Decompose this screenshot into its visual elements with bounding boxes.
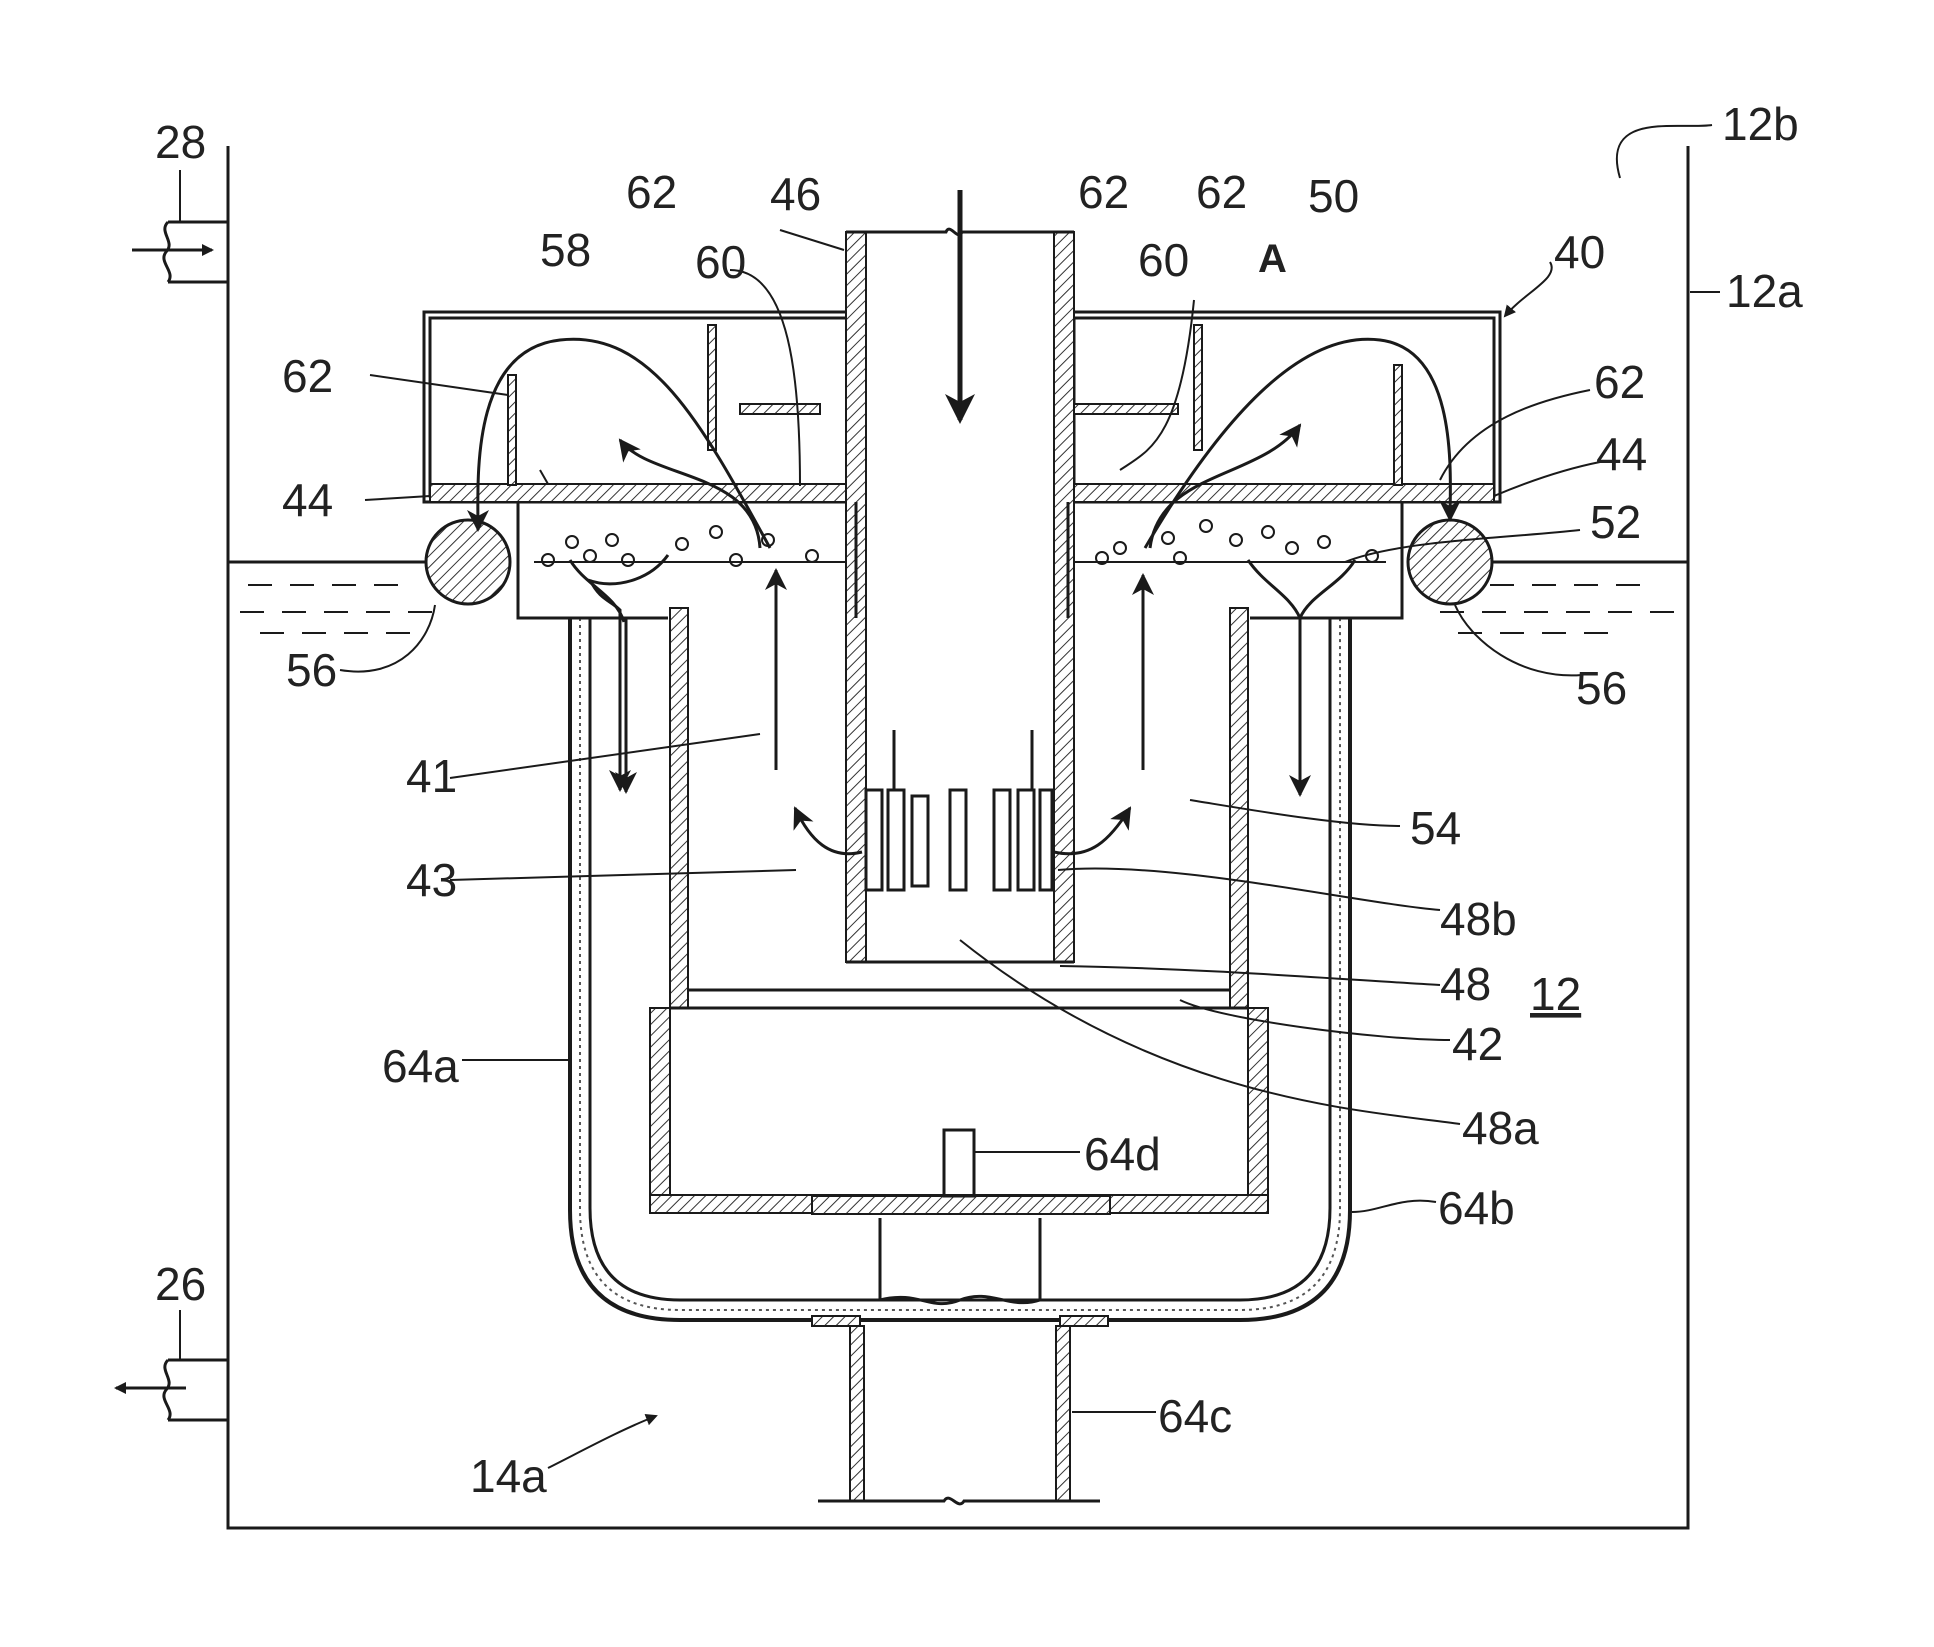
label-48b: 48b: [1440, 893, 1517, 945]
label-54: 54: [1410, 802, 1461, 854]
label-58: 58: [540, 224, 591, 276]
label-14a: 14a: [470, 1450, 547, 1502]
label-43: 43: [406, 854, 457, 906]
label-12a: 12a: [1726, 265, 1803, 317]
label-64a: 64a: [382, 1040, 459, 1092]
label-62-mid: 62: [1078, 166, 1129, 218]
label-62-left-top: 62: [626, 166, 677, 218]
label-44-left: 44: [282, 474, 333, 526]
label-48a: 48a: [1462, 1102, 1539, 1154]
label-62-right: 62: [1594, 356, 1645, 408]
label-52: 52: [1590, 496, 1641, 548]
label-44-right: 44: [1596, 428, 1647, 480]
label-28: 28: [155, 116, 206, 168]
outlet-pipe-26: [116, 1360, 228, 1420]
label-64d: 64d: [1084, 1128, 1161, 1180]
label-64c: 64c: [1158, 1390, 1232, 1442]
label-64b: 64b: [1438, 1182, 1515, 1234]
label-42: 42: [1452, 1018, 1503, 1070]
reference-labels: 28 26 12b 12a 12 14a 40 A 46 50 58 60 60…: [155, 98, 1803, 1502]
label-12: 12: [1530, 968, 1581, 1020]
label-12b: 12b: [1722, 98, 1799, 150]
label-41: 41: [406, 750, 457, 802]
label-40: 40: [1554, 226, 1605, 278]
baffles-62: [508, 325, 1402, 485]
nozzle-slots-48b: [866, 730, 1052, 890]
inner-vessel: [650, 1008, 1268, 1214]
label-60-right: 60: [1138, 234, 1189, 286]
label-26: 26: [155, 1258, 206, 1310]
label-62-left: 62: [282, 350, 333, 402]
outlet-pipe-64c: [812, 1218, 1108, 1504]
label-46: 46: [770, 168, 821, 220]
flow-arrows: [478, 339, 1451, 854]
label-56-right: 56: [1576, 662, 1627, 714]
label-60-left: 60: [695, 236, 746, 288]
inlet-pipe-28: [132, 222, 228, 282]
label-62-right-top: 62: [1196, 166, 1247, 218]
label-A: A: [1258, 237, 1287, 281]
label-48: 48: [1440, 958, 1491, 1010]
shroud-42: [670, 608, 1248, 1008]
plate-58: [430, 484, 1494, 502]
label-56-left: 56: [286, 644, 337, 696]
label-50: 50: [1308, 170, 1359, 222]
collection-trough: [518, 502, 1402, 618]
bubbles: [542, 520, 1378, 566]
